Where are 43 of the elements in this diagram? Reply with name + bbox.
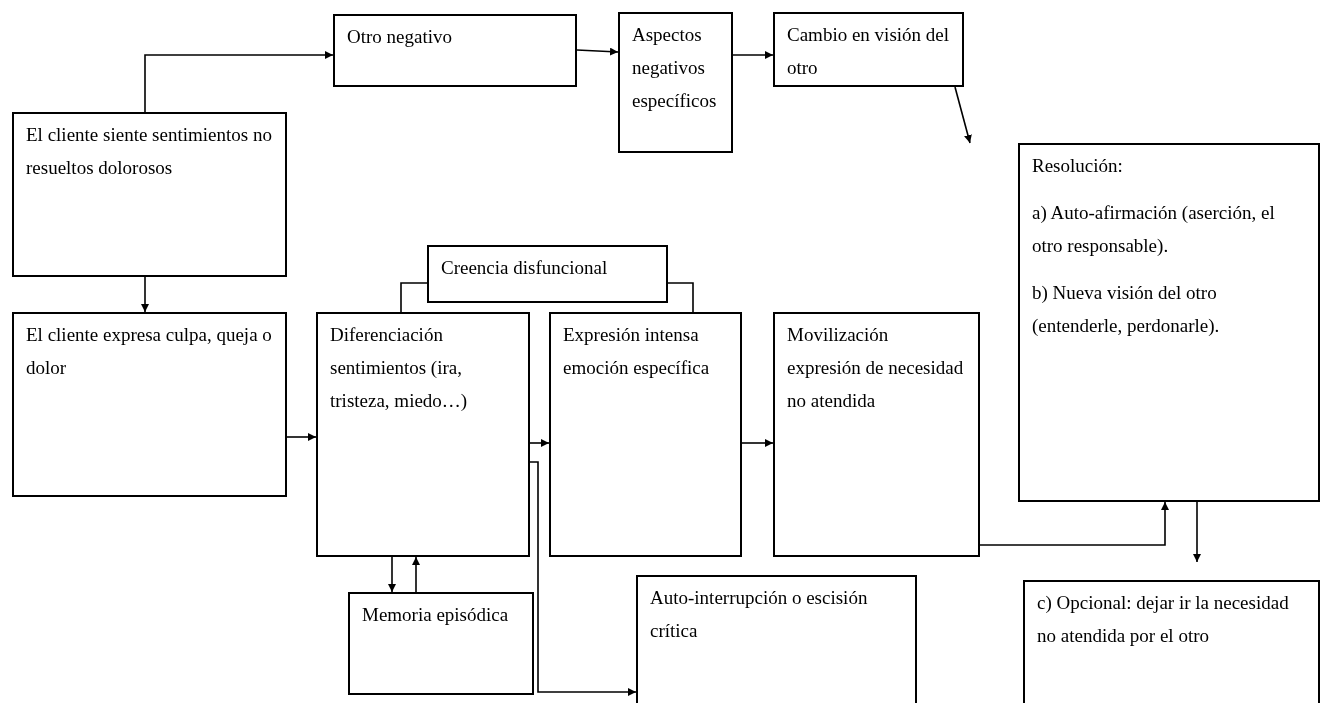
arrow	[412, 556, 420, 593]
arrow	[979, 501, 1169, 546]
process-box	[618, 12, 733, 153]
process-box	[348, 592, 534, 695]
process-box	[636, 575, 917, 703]
box-text: Memoria episódica	[362, 603, 510, 627]
arrow	[144, 51, 334, 113]
box-text: Cambio en visión del otro	[787, 23, 950, 80]
box-text: c) Opcional: dejar ir la necesidad no atendida por el otro	[1037, 591, 1290, 648]
arrow	[741, 439, 774, 447]
arrow	[732, 51, 774, 59]
box-text: Aspectos negativos específicos	[632, 23, 718, 113]
box-text: a) Auto-afirmación (aserción, el otro responsable).	[1032, 201, 1276, 258]
arrow	[576, 47, 619, 56]
box-text: Diferenciación sentimientos (ira, tristeza, miedo…)	[330, 323, 469, 413]
arrow	[529, 461, 637, 696]
process-box	[12, 112, 287, 277]
process-box	[549, 312, 742, 557]
box-text: Otro negativo	[347, 25, 453, 49]
process-box	[316, 312, 530, 557]
box-text: Movilización expresión de necesidad no atendida	[787, 323, 965, 413]
arrow	[286, 433, 317, 441]
process-box	[1018, 143, 1320, 502]
connector-line	[667, 282, 694, 313]
box-text: El cliente siente sentimientos no resueltos dolorosos	[26, 123, 273, 180]
arrow	[1193, 501, 1201, 563]
process-box	[1023, 580, 1320, 703]
process-box	[773, 12, 964, 87]
box-text: b) Nueva visión del otro (entenderle, perdonarle).	[1032, 281, 1221, 338]
arrow	[141, 276, 149, 313]
process-box	[333, 14, 577, 87]
arrow	[529, 439, 550, 447]
box-text: Resolución:	[1032, 154, 1124, 178]
box-text: El cliente expresa culpa, queja o dolor	[26, 323, 273, 380]
box-text: Creencia disfuncional	[441, 256, 609, 280]
process-box	[773, 312, 980, 557]
box-text: Expresión intensa emoción específica	[563, 323, 711, 380]
process-box	[12, 312, 287, 497]
box-text: Auto-interrupción o escisión crítica	[650, 586, 869, 643]
connector-line	[400, 282, 428, 313]
arrow	[388, 556, 396, 593]
process-box	[427, 245, 668, 303]
arrow	[954, 86, 972, 144]
